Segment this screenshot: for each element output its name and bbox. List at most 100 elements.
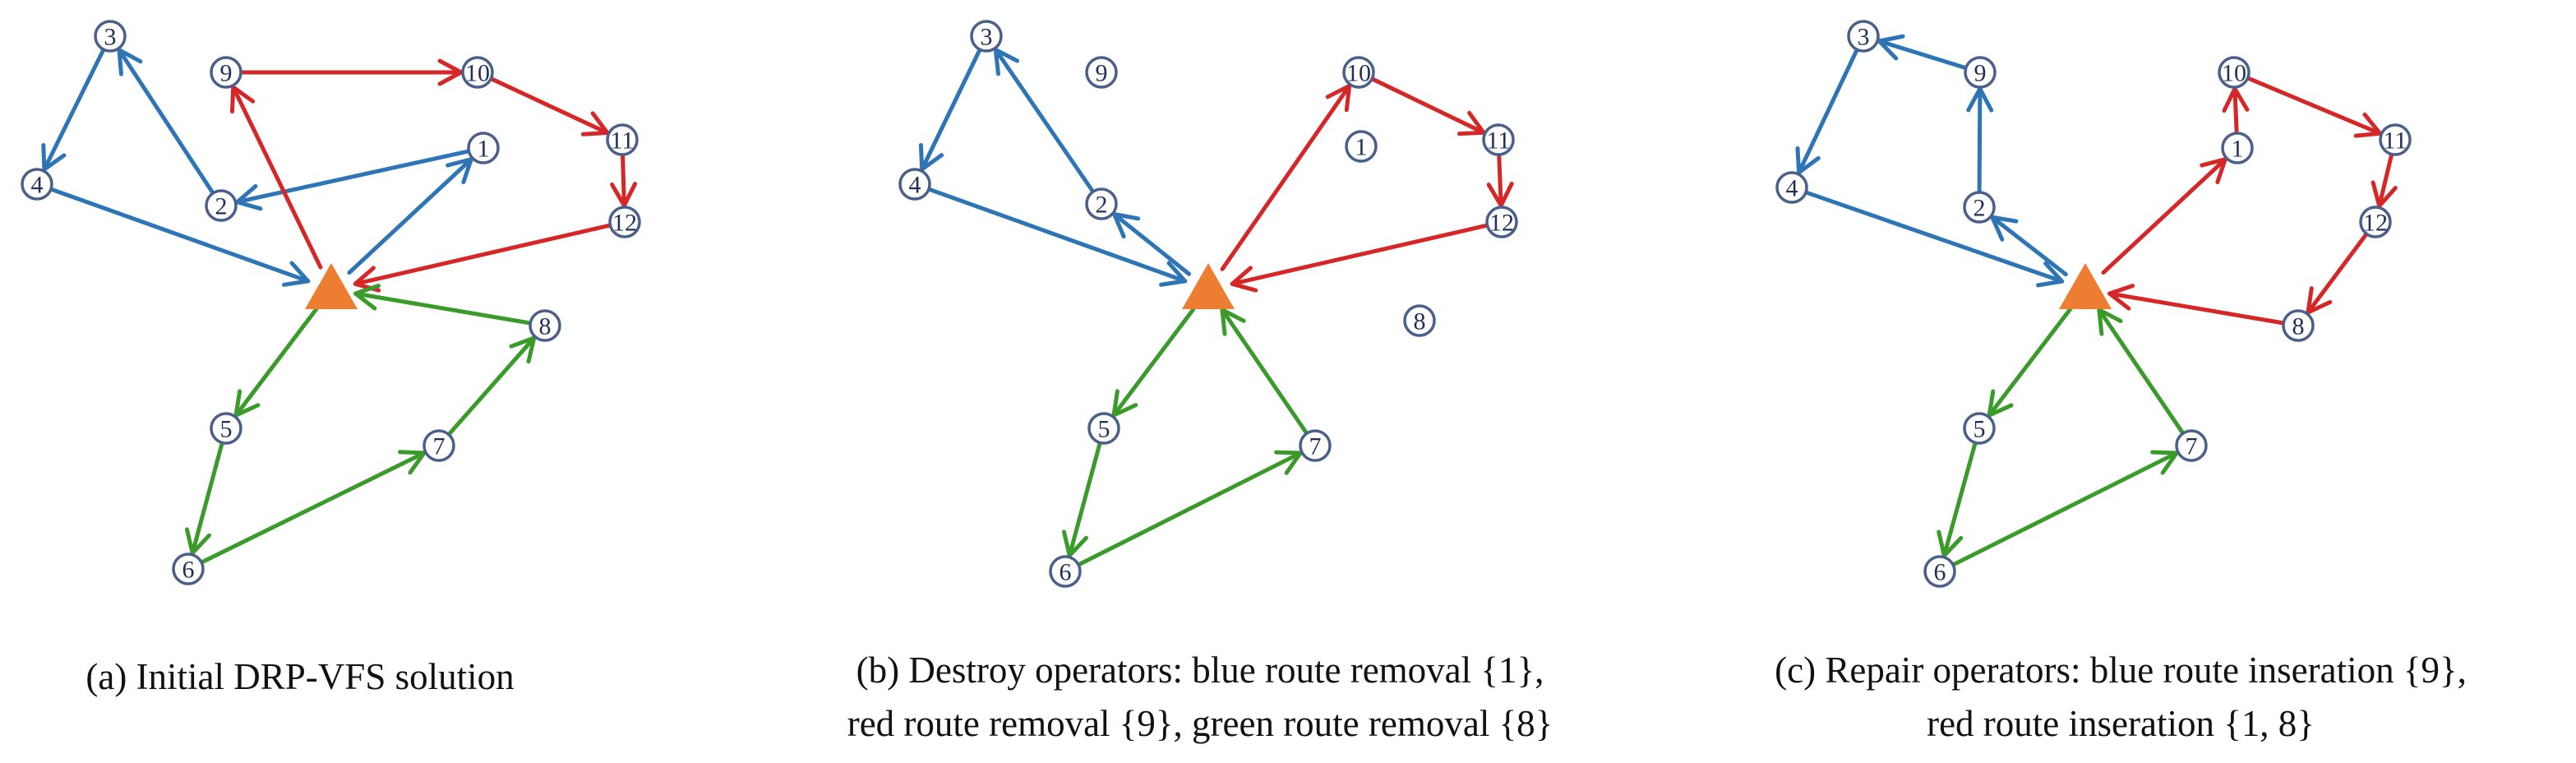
blue-edge-1-to-2: [235, 149, 469, 211]
customer-node-9: 9: [1964, 56, 1997, 89]
red-edge-11-to-12: [1486, 154, 1514, 208]
green-edge-7-to-depot: [1220, 308, 1309, 434]
customer-node-10: 10: [2218, 56, 2251, 89]
blue-edge-2-to-3: [993, 47, 1095, 193]
node-label: 10: [1346, 60, 1371, 87]
blue-edge-9-to-3: [1877, 34, 1967, 70]
red-edge-depot-to-1: [2101, 157, 2227, 275]
red-edge-12-to-depot: [353, 223, 612, 293]
panel-caption-line: red route removal {9}, green route remov…: [847, 703, 1553, 744]
green-route: [1937, 307, 2185, 566]
node-label: 1: [2232, 136, 2244, 163]
red-edge-9-to-10: [240, 58, 464, 86]
blue-edge-4-to-depot: [50, 187, 311, 287]
customer-node-6: 6: [1923, 555, 1956, 588]
node-label: 7: [433, 433, 445, 460]
node-label: 12: [1489, 210, 1514, 237]
node-label: 5: [1098, 416, 1110, 443]
blue-edge-4-to-depot: [1805, 191, 2065, 288]
blue-edge-3-to-4: [1795, 49, 1858, 175]
node-label: 3: [981, 24, 993, 51]
red-edge-1-to-10: [2222, 86, 2250, 134]
node-label: 2: [1974, 195, 1986, 222]
node-label: 7: [1309, 433, 1322, 460]
panel-caption-line: (a) Initial DRP-VFS solution: [85, 656, 514, 697]
depot-triangle: [305, 263, 358, 309]
customer-node-6: 6: [172, 553, 205, 585]
green-route: [184, 284, 537, 564]
customer-node-8: 8: [2282, 309, 2315, 342]
customer-node-1: 1: [1345, 130, 1378, 163]
customer-node-10: 10: [461, 56, 494, 89]
customer-node-6: 6: [1049, 555, 1082, 588]
node-label: 11: [1487, 127, 1511, 155]
node-label: 3: [104, 24, 117, 51]
customer-node-12: 12: [1485, 206, 1518, 238]
red-route: [1220, 77, 1514, 293]
customer-node-12: 12: [2359, 206, 2392, 238]
green-edge-6-to-7: [201, 450, 427, 564]
green-edge-depot-to-5: [233, 307, 319, 418]
depot-triangle: [2059, 263, 2112, 309]
red-route: [229, 58, 638, 293]
customer-node-9: 9: [210, 56, 242, 89]
customer-node-5: 5: [1963, 412, 1996, 445]
customer-node-1: 1: [467, 132, 500, 164]
node-label: 11: [2384, 127, 2407, 155]
red-edge-depot-to-9: [229, 85, 323, 270]
node-label: 4: [31, 172, 44, 199]
panel-caption-line: red route inseration {1, 8}: [1927, 703, 2315, 744]
node-label: 2: [215, 193, 228, 220]
node-label: 1: [1355, 134, 1368, 161]
customer-node-7: 7: [422, 429, 455, 462]
node-label: 6: [182, 557, 195, 584]
node-label: 8: [2292, 313, 2305, 340]
red-edge-11-to-12: [610, 154, 638, 208]
red-edge-10-to-11: [2246, 76, 2383, 138]
blue-edge-2-to-9: [1966, 86, 1994, 193]
customer-node-4: 4: [898, 168, 931, 201]
customer-node-11: 11: [606, 123, 639, 156]
blue-edge-depot-to-1: [347, 157, 473, 275]
red-edge-10-to-11: [490, 76, 610, 136]
node-label: 4: [1786, 175, 1798, 202]
green-edge-6-to-7: [1078, 450, 1303, 566]
node-label: 9: [1096, 60, 1108, 87]
customer-node-3: 3: [1847, 20, 1880, 53]
customer-node-8: 8: [1403, 304, 1436, 337]
red-edge-11-to-12: [2371, 153, 2398, 209]
node-label: 9: [1974, 60, 1987, 87]
customer-node-2: 2: [205, 189, 238, 222]
red-edge-depot-to-10: [1220, 83, 1352, 271]
red-edge-8-to-depot: [2107, 284, 2284, 326]
customer-node-7: 7: [1299, 429, 1332, 462]
customer-node-9: 9: [1085, 56, 1118, 89]
green-route: [1061, 307, 1309, 566]
node-label: 5: [220, 416, 233, 443]
blue-route: [1795, 34, 2068, 288]
node-label: 3: [1858, 24, 1870, 51]
blue-edge-4-to-depot: [928, 187, 1188, 287]
customer-node-4: 4: [1775, 171, 1808, 204]
panel-caption-line: (c) Repair operators: blue route inserat…: [1775, 650, 2467, 691]
customer-node-10: 10: [1342, 56, 1375, 89]
blue-edge-3-to-4: [41, 49, 105, 172]
customer-node-12: 12: [608, 206, 641, 238]
green-edge-7-to-depot: [2097, 308, 2185, 434]
customer-node-5: 5: [1087, 412, 1120, 445]
depot-triangle: [1182, 263, 1235, 309]
customer-node-11: 11: [2379, 123, 2412, 156]
node-label: 5: [1974, 416, 1986, 443]
node-label: 6: [1059, 559, 1072, 586]
green-edge-7-to-8: [447, 335, 537, 436]
node-label: 6: [1934, 559, 1946, 586]
customer-node-3: 3: [970, 20, 1003, 53]
customer-node-2: 2: [1963, 191, 1996, 224]
green-edge-5-to-6: [184, 442, 224, 556]
customer-node-11: 11: [1482, 123, 1515, 156]
node-label: 10: [2222, 60, 2246, 87]
